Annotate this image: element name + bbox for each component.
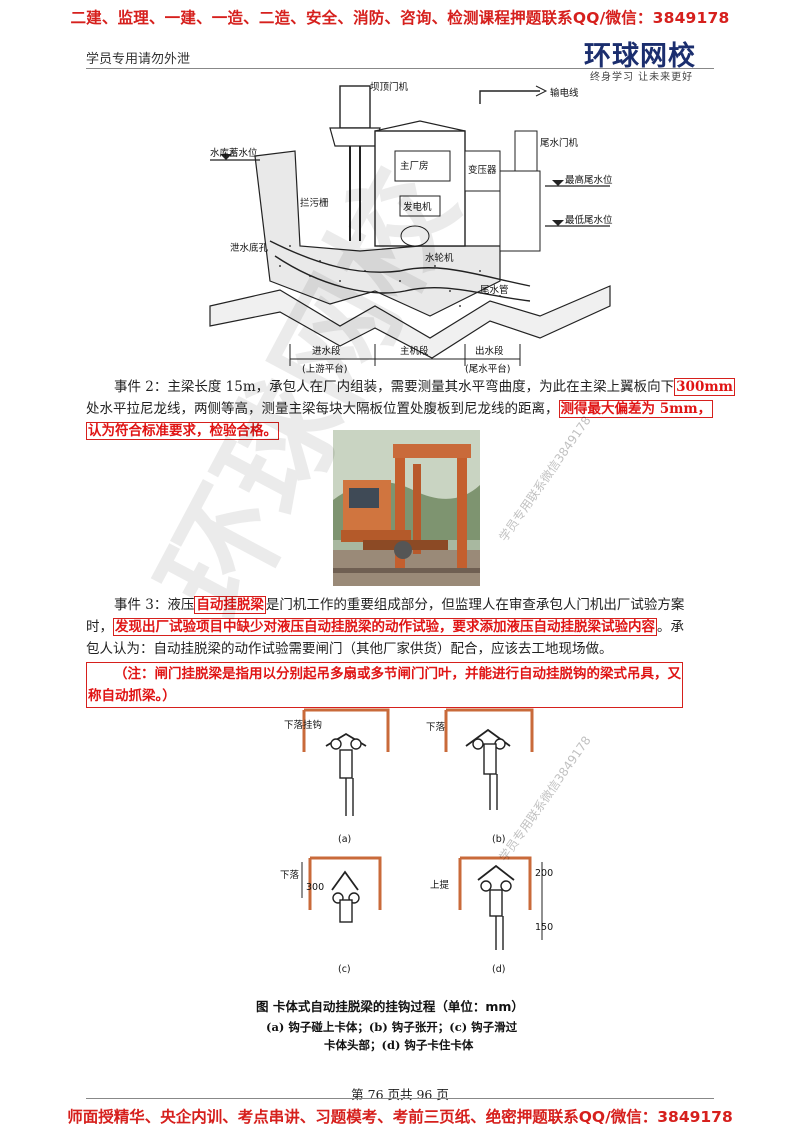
top-banner: 二建、监理、一建、一造、二造、安全、消防、咨询、检测课程押题联系QQ/微信：38… <box>70 9 730 27</box>
label-intake-section: 进水段 <box>312 345 341 357</box>
figure-caption: 图 卡体式自动挂脱梁的挂钩过程（单位：mm） <box>256 999 524 1014</box>
event3-text-c: 时， <box>86 619 113 635</box>
label-draft-tube: 尾水管 <box>480 284 509 296</box>
label-reservoir-level: 水库蓄水位 <box>210 147 258 159</box>
header-note: 学员专用请勿外泄 <box>86 52 191 67</box>
event3-text-a: 事件 3：液压 <box>114 597 195 613</box>
dim-200: 200 <box>535 868 553 879</box>
dim-150: 150 <box>535 922 553 933</box>
label-main-section: 主机段 <box>400 345 429 357</box>
event2-highlight-300mm: 300mm <box>674 378 735 396</box>
event3-note-line2: 称自动抓梁。） <box>88 688 176 704</box>
event2-text-a: 事件 2：主梁长度 15m，承包人在厂内组装，需要测量其水平弯曲度，为此在主梁上… <box>114 379 675 395</box>
powerhouse-section-diagram: 坝顶门机 输电线 水库蓄水位 主厂房 变压器 尾水门机 最高尾水位 拦污栅 发电… <box>209 81 613 375</box>
hook-panel-d <box>458 856 543 950</box>
label-lower-c: 下落 <box>280 869 300 881</box>
event2-highlight-deviation: 测得最大偏差为 5mm， <box>558 400 714 418</box>
logo-title: 环球网校 <box>584 41 696 72</box>
event3-text-d: 。承 <box>657 619 684 635</box>
site-logo: 环球网校 终身学习 让未来更好 <box>584 34 740 83</box>
event3-highlight-finding: 发现出厂试验项目中缺少对液压自动挂脱梁的动作试验，要求添加液压自动挂脱梁试验内容 <box>113 618 657 636</box>
label-main-powerhouse: 主厂房 <box>400 160 429 172</box>
label-max-tailwater: 最高尾水位 <box>565 174 613 186</box>
figure-subcaption-1: (a) 钩子碰上卡体；(b) 钩子张开；(c) 钩子滑过 <box>266 1020 518 1034</box>
header-divider <box>86 68 714 69</box>
hook-process-figure: 下落挂钩 下落 下落 上提 300 200 150 (a) (b) (c) (d… <box>280 708 553 975</box>
label-lift-d: 上提 <box>430 879 450 891</box>
label-lower-b: 下落 <box>426 721 446 733</box>
label-a: (a) <box>338 834 351 845</box>
label-c: (c) <box>338 964 351 975</box>
label-transformer: 变压器 <box>468 164 497 176</box>
label-upstream-platform: (上游平台) <box>302 363 347 375</box>
label-tailwater-crane: 尾水门机 <box>540 137 579 149</box>
label-b: (b) <box>492 834 505 845</box>
label-trash-rack: 拦污栅 <box>300 197 329 209</box>
logo-slogan: 终身学习 让未来更好 <box>590 72 694 83</box>
label-lower-hook: 下落挂钩 <box>284 719 322 731</box>
footer-divider <box>86 1098 714 1099</box>
label-bottom-outlet: 泄水底孔 <box>230 242 269 254</box>
event3-text-e: 包人认为：自动挂脱梁的动作试验需要闸门（其他厂家供货）配合，应该去工地现场做。 <box>86 641 613 657</box>
dim-300: 300 <box>306 882 324 893</box>
bottom-banner: 师面授精华、央企内训、考点串讲、习题模考、考前三页纸、绝密押题联系QQ/微信：3… <box>67 1108 733 1126</box>
label-d: (d) <box>492 964 505 975</box>
page-number: 第 76 页共 96 页 <box>351 1087 449 1102</box>
event3-note-line1: （注：闸门挂脱梁是指用以分别起吊多扇或多节闸门门叶，并能进行自动挂脱钩的梁式吊具… <box>114 666 681 682</box>
event2-text-b: 处水平拉尼龙线，两侧等高，测量主梁每块大隔板位置处腹板到尼龙线的距离， <box>86 401 559 417</box>
label-outlet-section: 出水段 <box>475 345 504 357</box>
hook-panel-a <box>302 708 390 816</box>
event2-paragraph: 事件 2：主梁长度 15m，承包人在厂内组装，需要测量其水平弯曲度，为此在主梁上… <box>86 376 735 442</box>
event3-note-box: （注：闸门挂脱梁是指用以分别起吊多扇或多节闸门门叶，并能进行自动挂脱钩的梁式吊具… <box>86 662 683 708</box>
label-generator: 发电机 <box>403 201 432 213</box>
event3-highlight-auto-beam: 自动挂脱梁 <box>194 596 266 614</box>
figure-subcaption-2: 卡体头部；(d) 钩子卡住卡体 <box>324 1038 474 1052</box>
label-power-line: 输电线 <box>550 87 579 99</box>
label-tailwater-platform: (尾水平台) <box>465 363 510 375</box>
label-turbine: 水轮机 <box>425 252 454 264</box>
label-crane-top: 坝顶门机 <box>370 81 409 93</box>
event3-text-b: 是门机工作的重要组成部分，但监理人在审查承包人门机出厂试验方案 <box>265 597 685 613</box>
event3-paragraph: 事件 3：液压自动挂脱梁是门机工作的重要组成部分，但监理人在审查承包人门机出厂试… <box>86 594 726 708</box>
event2-highlight-conclusion: 认为符合标准要求，检验合格。 <box>86 422 279 440</box>
label-min-tailwater: 最低尾水位 <box>565 214 613 226</box>
hook-panel-b <box>444 708 534 810</box>
gantry-crane-photo <box>333 430 480 586</box>
hook-panel-c <box>301 856 382 923</box>
